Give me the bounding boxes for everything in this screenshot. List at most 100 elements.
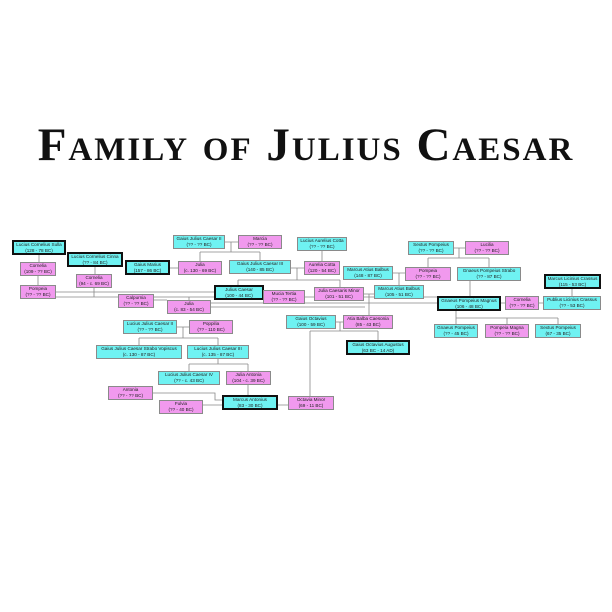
person-dates: (83 - 30 BC)	[237, 402, 263, 408]
person-dates: (?? - ?? BC)	[247, 242, 273, 247]
person-name: Gnaeus Pompeius Magnus	[441, 297, 497, 303]
person-dates: (?? - ?? BC)	[271, 297, 297, 302]
person-dates: (?? - ?? BC)	[509, 303, 535, 308]
connector	[455, 311, 559, 324]
person-box: Julia(c. 130 - 69 BC)	[178, 261, 222, 275]
person-dates: (69 - 11 BC)	[298, 403, 324, 408]
person-dates: (100 - 44 BC)	[225, 292, 253, 298]
person-name: Lucilia	[480, 242, 494, 248]
person-box: Gnaeus Pompeius Strabo(?? - 87 BC)	[457, 267, 521, 281]
person-dates: (140 - 85 BC)	[246, 267, 274, 272]
person-box: Pompeia(?? - ?? BC)	[405, 267, 451, 281]
person-dates: (?? - 84 BC)	[82, 259, 108, 265]
person-name: Gaius Octavius Augustus	[352, 341, 404, 347]
person-dates: (94 - c. 69 BC)	[79, 281, 109, 286]
person-name: Julia Antonia	[235, 372, 262, 378]
person-name: Gaius Julius Caesar III	[236, 261, 284, 267]
person-dates: (67 - 35 BC)	[545, 331, 571, 336]
person-dates: (?? - ?? BC)	[186, 242, 212, 247]
person-dates: (157 - 86 BC)	[133, 267, 162, 273]
person-dates: (63 BC - 14 AD)	[361, 347, 395, 353]
person-box: Lucius Julius Caesar III(c. 135 - 87 BC)	[187, 345, 249, 359]
person-box: Gaius Julius Caesar III(140 - 85 BC)	[229, 260, 291, 274]
person-dates: (?? - ?? BC)	[25, 292, 51, 297]
person-dates: (?? - ?? BC)	[494, 331, 520, 336]
person-box: Julia(c. 83 - 54 BC)	[167, 300, 211, 314]
person-dates: (85 - 43 BC)	[355, 322, 381, 327]
connector	[237, 267, 341, 287]
person-dates: (104 - c. 39 BC)	[232, 378, 265, 383]
person-name: Julia Caesaris Minor	[318, 288, 360, 294]
person-dates: (115 - 53 BC)	[558, 281, 587, 287]
connector	[188, 359, 249, 395]
person-name: Marcia	[253, 236, 267, 242]
person-box: Gaius Julius Caesar Strabo Vopiscus(c. 1…	[96, 345, 182, 359]
person-dates: (c. 130 - 87 BC)	[122, 352, 156, 357]
person-dates: (c. 83 - 54 BC)	[174, 307, 204, 312]
person-box: Marcus Antonius(83 - 30 BC)	[222, 395, 278, 410]
person-box: Lucius Cornelius Cinna(?? - 84 BC)	[67, 252, 123, 267]
person-box: Gaius Marius(157 - 86 BC)	[125, 260, 170, 275]
connector	[427, 247, 490, 267]
person-dates: (?? - c. 43 BC)	[174, 378, 204, 383]
person-dates: (?? - ?? BC)	[123, 301, 149, 306]
diagram-title: Family of Julius Caesar	[37, 119, 575, 171]
connector	[393, 272, 405, 285]
person-box: Cornelia(109 - ?? BC)	[20, 262, 56, 276]
person-dates: (c. 135 - 87 BC)	[201, 352, 235, 357]
person-name: Marcus Licinius Crassus	[547, 275, 598, 281]
person-dates: (109 - ?? BC)	[24, 269, 52, 274]
person-name: Pompeia	[28, 286, 48, 292]
person-box: Gnaeus Pompeius(?? - 45 BC)	[434, 324, 478, 338]
person-dates: (?? - 45 BC)	[443, 331, 469, 336]
connector	[154, 297, 190, 301]
person-name: Gaius Marius	[133, 261, 162, 267]
person-box: Gaius Julius Caesar II(?? - ?? BC)	[173, 235, 225, 249]
person-box: Lucius Julius Caesar IV(?? - c. 43 BC)	[158, 371, 220, 385]
person-name: Julia	[195, 262, 205, 268]
person-name: Calpurnia	[126, 295, 146, 301]
person-box: Gnaeus Pompeius Magnus(106 - 48 BC)	[437, 296, 501, 311]
person-dates: (105 - 51 BC)	[385, 292, 413, 297]
person-box: Cornelia(94 - c. 69 BC)	[76, 274, 112, 288]
person-box: Atia Balba Caesonia(85 - 43 BC)	[343, 315, 393, 329]
connector	[211, 293, 374, 315]
person-box: Marcus Licinius Crassus(115 - 53 BC)	[544, 274, 601, 289]
person-name: Mucia Tertia	[271, 291, 297, 297]
person-dates: (148 - 87 BC)	[354, 273, 382, 278]
person-dates: (?? - ?? BC)	[474, 248, 500, 253]
person-dates: (106 - 48 BC)	[455, 303, 483, 309]
person-box: Cornelia(?? - ?? BC)	[505, 296, 539, 310]
person-name: Lucius Aurelius Cotta	[300, 238, 344, 244]
person-name: Poppilia	[202, 321, 220, 327]
person-dates: (120 - 54 BC)	[308, 268, 336, 273]
person-name: Lucius Julius Caesar IV	[164, 372, 213, 378]
person-dates: (?? - ?? BC)	[117, 393, 144, 398]
person-dates: (c. 130 - 69 BC)	[183, 268, 217, 273]
person-name: Julius Caesar	[225, 286, 253, 292]
person-name: Gnaeus Pompeius Strabo	[462, 268, 516, 274]
person-box: Pompeia(?? - ?? BC)	[20, 285, 56, 299]
person-name: Marcus Antonius	[233, 396, 267, 402]
person-box: Fulvia(?? - 40 BC)	[159, 400, 203, 414]
person-dates: (?? - 87 BC)	[476, 274, 502, 279]
person-box: Julius Caesar(100 - 44 BC)	[214, 285, 264, 300]
person-box: Sextus Pompeius(67 - 35 BC)	[535, 324, 581, 338]
person-box: Lucilia(?? - ?? BC)	[465, 241, 509, 255]
person-name: Lucius Julius Caesar III	[194, 346, 242, 352]
person-box: Lucius Aurelius Cotta(?? - ?? BC)	[297, 237, 347, 251]
person-name: Lucius Julius Caesar II	[126, 321, 174, 327]
person-name: Aurelia Cotta	[308, 262, 336, 268]
person-dates: (?? - 53 BC)	[559, 303, 585, 308]
person-box: Antonia(?? - ?? BC)	[108, 386, 153, 400]
person-name: Gaius Octavius	[295, 316, 327, 322]
connector	[153, 392, 288, 406]
person-name: Julia	[184, 301, 194, 307]
person-box: Pompeia Magna(?? - ?? BC)	[485, 324, 529, 338]
person-name: Publius Licinius Crassus	[547, 297, 597, 303]
person-box: Octavia Minor(69 - 11 BC)	[288, 396, 334, 410]
person-box: Mucia Tertia(?? - ?? BC)	[263, 290, 305, 304]
person-name: Fulvia	[174, 401, 188, 407]
connector	[93, 267, 96, 297]
person-dates: (?? - 110 BC)	[197, 327, 225, 332]
